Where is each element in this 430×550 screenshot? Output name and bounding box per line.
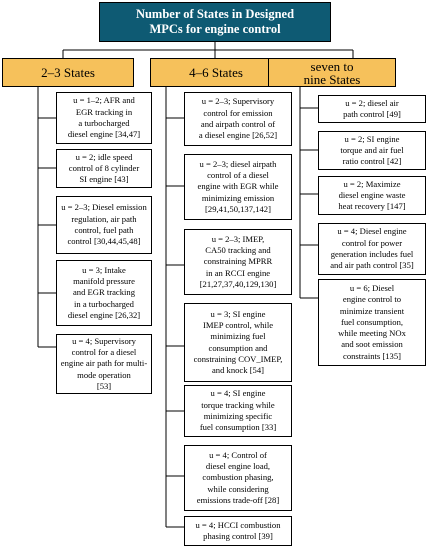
leaf-line: fuel consumption [33] [199,422,277,433]
leaf-line: while meeting NOx [338,328,406,339]
leaf-line: u = 2; Maximize [343,178,401,189]
leaf-si-torque-tracking: u = 4; SI engine torque tracking while m… [184,385,292,437]
leaf-line: control of 8 cylinder [68,162,140,173]
leaf-line: regulation, air path [71,213,137,224]
leaf-line: emissions trade-off [28] [196,494,280,505]
leaf-line: and air path control [35] [330,260,414,271]
leaf-line: CA50 tracking and [205,245,271,256]
leaf-diesel-air-path: u = 2; diesel air path control [49] [318,95,426,123]
leaf-line: minimizing fuel [210,331,266,342]
leaf-imep-ca50-rcci: u = 2–3; IMEP, CA50 tracking and constra… [184,229,292,295]
leaf-line: [53] [96,380,112,391]
leaf-line: control [30,44,45,48] [67,236,141,247]
leaf-si-torque-afr: u = 2; SI engine torque and air fuel rat… [318,131,426,170]
leaf-line: minimize transient [339,305,405,316]
leaf-diesel-emission-regulation: u = 2–3; Diesel emission regulation, air… [56,196,152,254]
leaf-line: u = 4; HCCI combustion [195,519,281,530]
leaf-line: fuel consumption, [340,316,404,327]
leaf-line: while considering [207,483,269,494]
leaf-line: EGR tracking in [75,106,133,117]
leaf-line: control for a diesel [71,347,137,358]
category-label-line-2: nine States [303,71,361,87]
leaf-line: [29,41,50,137,142] [205,203,271,214]
leaf-line: consumption and [208,342,268,353]
leaf-line: generation includes fuel [330,249,414,259]
leaf-line: diesel engine load, [205,461,271,472]
leaf-line: diesel engine [34,47] [67,129,141,140]
leaf-line: IMEP control, while [202,319,274,330]
leaf-line: u = 2–3; diesel airpath [199,158,277,169]
leaf-line: diesel engine [26,32] [67,309,141,320]
leaf-supervisory-air-path-multi-mode: u = 4; Supervisory control for a diesel … [56,334,152,394]
leaf-idle-speed-control: u = 2; idle speed control of 8 cylinder … [56,149,152,188]
leaf-hcci-combustion-phasing: u = 4; HCCI combustion phasing control [… [184,516,292,546]
leaf-afr-egr-tracking: u = 1–2; AFR and EGR tracking in a turbo… [56,92,152,144]
leaf-line: diesel engine waste [338,189,406,200]
leaf-intake-manifold-pressure: u = 3; Intake manifold pressure and EGR … [56,260,152,326]
leaf-line: and EGR tracking [72,287,136,298]
leaf-line: u = 2–3; IMEP, [211,233,265,244]
leaf-line: control of a diesel [207,170,269,181]
leaf-si-imep-knock: u = 3; SI engine IMEP control, while min… [184,303,292,382]
leaf-line: in a turbocharged [74,298,134,309]
leaf-line: heat recovery [147] [338,201,406,212]
leaf-line: SI engine [43] [79,174,129,185]
category-label-line-1: seven to [310,58,354,74]
leaf-line: u = 4; SI engine [210,388,266,399]
root-title-line-1: Number of States in Designed [135,7,295,21]
leaf-line: control for power [341,237,403,248]
leaf-line: phasing control [39] [203,531,273,541]
leaf-line: engine air path for multi- [60,358,148,369]
leaf-line: constraints [135] [343,350,401,361]
leaf-line: and soot emission [341,339,403,350]
category-label: 4–6 States [189,65,243,80]
leaf-line: and airpath control of [200,119,276,129]
leaf-line: control for emission [203,107,273,118]
leaf-line: u = 3; Intake [82,264,126,275]
category-seven-to-nine-states: seven to nine States [268,58,396,87]
category-4-6-states: 4–6 States [150,58,282,87]
leaf-line: u = 2–3; Supervisory [201,96,275,107]
leaf-line: torque and air fuel [340,144,404,155]
leaf-line: a turbocharged [78,118,130,128]
leaf-line: in an RCCI engine [205,267,271,278]
leaf-line: constraining COV_IMEP, [193,353,283,364]
leaf-transient-fuel-nox-soot: u = 6; Diesel engine control to minimize… [318,279,426,366]
leaf-line: minimizing emission [201,192,275,203]
leaf-line: combustion phasing, [202,472,274,483]
leaf-line: engine with EGR while [197,181,279,192]
leaf-line: u = 4; Supervisory [72,335,136,346]
leaf-diesel-load-combustion-phasing: u = 4; Control of diesel engine load, co… [184,445,292,511]
leaf-line: ratio control [42] [342,156,402,167]
leaf-diesel-airpath-egr: u = 2–3; diesel airpath control of a die… [184,154,292,220]
leaf-line: path control [49] [343,109,401,119]
leaf-power-generation-fuel-air: u = 4; Diesel engine control for power g… [318,223,426,275]
leaf-line: u = 3; SI engine [210,308,266,319]
category-2-3-states: 2–3 States [2,58,134,87]
leaf-line: and knock [54] [211,365,265,376]
leaf-line: a diesel engine [26,52] [198,130,278,141]
root-title-line-2: MPCs for engine control [149,22,281,36]
leaf-line: minimizing specific [203,411,273,421]
root-title-box: Number of States in Designed MPCs for en… [99,2,331,42]
leaf-waste-heat-recovery: u = 2; Maximize diesel engine waste heat… [318,176,426,215]
leaf-line: u = 2–3; Diesel emission [61,202,147,213]
leaf-line: engine control to [342,294,402,305]
leaf-line: torque tracking while [201,399,275,410]
leaf-line: mode operation [77,369,131,380]
category-label: 2–3 States [41,65,95,80]
leaf-line: [21,27,37,40,129,130] [199,278,277,289]
leaf-line: u = 2; idle speed [75,151,133,162]
leaf-line: control, fuel path [74,225,134,235]
leaf-line: u = 2; SI engine [344,133,400,144]
leaf-line: u = 2; diesel air [345,97,399,108]
leaf-line: u = 4; Control of [209,449,267,460]
leaf-line: u = 4; Diesel engine [337,226,407,237]
leaf-line: u = 6; Diesel [349,282,395,293]
leaf-line: u = 1–2; AFR and [73,95,135,106]
leaf-supervisory-emission-airpath: u = 2–3; Supervisory control for emissio… [184,92,292,146]
leaf-line: constraining MPRR [203,256,273,267]
leaf-line: manifold pressure [73,276,135,287]
